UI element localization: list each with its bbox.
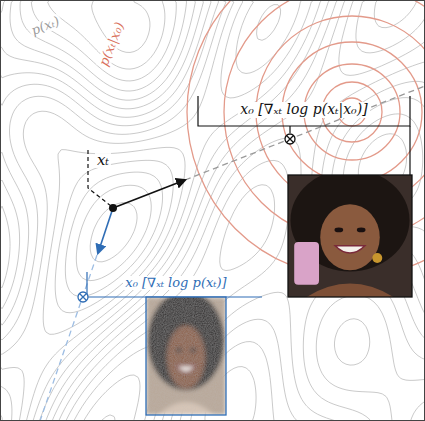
- photo-frame: [288, 175, 412, 297]
- score-label: x₀ [∇ₓₜ log p(xₜ)]: [123, 276, 228, 290]
- otimes-marker: [285, 134, 295, 144]
- point-leader: [88, 150, 111, 206]
- contour-line: [31, 0, 425, 421]
- marginal-density-label: p(xₜ): [28, 13, 64, 39]
- contour-line: [92, 0, 150, 421]
- score-arrow: [98, 208, 113, 253]
- sample-point: [109, 204, 117, 212]
- conditional-score-arrow: [113, 180, 185, 208]
- otimes-marker: [78, 292, 88, 302]
- point-label: xₜ: [95, 152, 111, 169]
- sample-photos: [146, 126, 412, 415]
- contour-line: [10, 0, 425, 421]
- contour-line: [20, 0, 425, 421]
- bracket-tick: [289, 126, 290, 133]
- conditional-ring: [187, 0, 425, 277]
- photo-frame: [146, 297, 226, 415]
- portrait-photo: [288, 175, 412, 297]
- label-bracket: [87, 272, 262, 297]
- direction-extension: [185, 86, 425, 180]
- gradient-marks: [40, 86, 425, 421]
- bracket-drop: [409, 126, 410, 175]
- conditional-rings: [187, 0, 425, 277]
- portrait-photo: [146, 297, 226, 415]
- label-bracket: [198, 96, 410, 126]
- conditional-score-label: x₀ [∇ₓₜ log p(xₜ|x₀)]: [238, 102, 369, 117]
- direction-extension: [40, 255, 97, 421]
- conditional-density-label: p(xₜ|x₀): [96, 18, 128, 70]
